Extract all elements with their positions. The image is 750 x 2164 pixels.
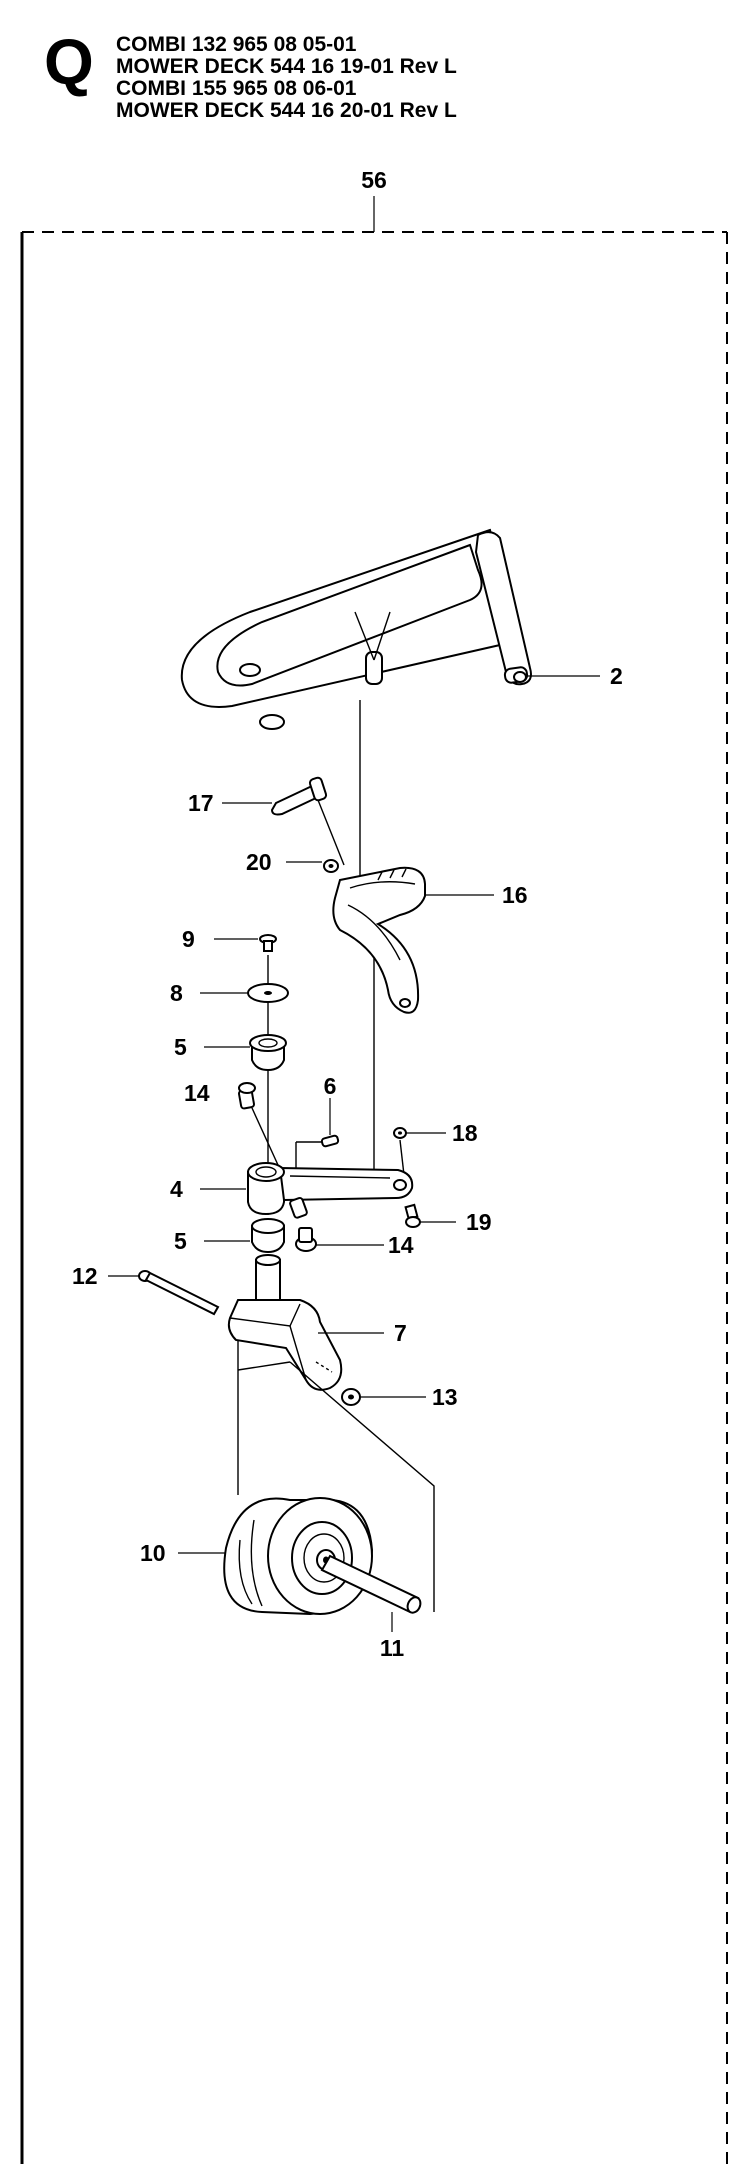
callout-18: 18 <box>452 1120 478 1146</box>
part-bolt-14-lower <box>289 1196 317 1252</box>
guide-line-right <box>289 1361 435 1612</box>
callout-14a: 14 <box>184 1080 210 1106</box>
guide-line-upper <box>237 1361 291 1371</box>
axis-line-lever <box>317 799 345 866</box>
callout-8: 8 <box>170 980 183 1006</box>
callout-2: 2 <box>610 663 623 689</box>
part-nut-13 <box>341 1388 361 1406</box>
callout-4: 4 <box>170 1176 183 1202</box>
callout-5a: 5 <box>174 1034 187 1060</box>
part-axle <box>320 1554 422 1614</box>
part-washer <box>247 983 289 1003</box>
header-lines: COMBI 132 965 08 05-01 MOWER DECK 544 16… <box>116 34 457 122</box>
callout-19: 19 <box>466 1209 492 1235</box>
callout-12: 12 <box>72 1263 98 1289</box>
header-line-model-2: COMBI 155 965 08 06-01 <box>116 77 357 100</box>
callout-11: 11 <box>380 1635 405 1661</box>
header: Q COMBI 132 965 08 05-01 MOWER DECK 544 … <box>0 0 750 150</box>
callout-9: 9 <box>182 926 195 952</box>
reference-number: 56 <box>361 167 387 193</box>
callout-5b: 5 <box>174 1228 187 1254</box>
part-bolt-9 <box>259 934 277 952</box>
part-small-nut <box>323 859 339 873</box>
header-line-deck-2: MOWER DECK 544 16 20-01 Rev L <box>116 99 457 122</box>
callout-7: 7 <box>394 1320 407 1346</box>
callout-10: 10 <box>140 1540 166 1566</box>
part-long-bolt <box>138 1270 220 1316</box>
callout-17: 17 <box>188 790 214 816</box>
part-adjustment-plate <box>332 866 426 1014</box>
callout-20: 20 <box>246 849 272 875</box>
part-bolt-14-upper <box>238 1082 256 1110</box>
part-wheel-fork <box>227 1254 343 1391</box>
callout-6: 6 <box>324 1073 337 1099</box>
axis-line-nut-18 <box>399 1139 405 1176</box>
part-bushing-upper <box>249 1034 287 1072</box>
axis-line-bolt-14 <box>251 1107 279 1166</box>
part-wheel <box>223 1497 374 1616</box>
part-bushing-lower <box>251 1218 285 1254</box>
part-lever-handle <box>270 776 328 816</box>
part-pin <box>320 1134 340 1148</box>
callout-14b: 14 <box>388 1232 414 1258</box>
part-screw-19 <box>404 1203 421 1228</box>
part-nut-18 <box>393 1127 407 1139</box>
callout-13: 13 <box>432 1384 458 1410</box>
header-line-model-1: COMBI 132 965 08 05-01 <box>116 33 357 56</box>
header-line-deck-1: MOWER DECK 544 16 19-01 Rev L <box>116 55 457 78</box>
callout-16: 16 <box>502 882 528 908</box>
part-handle-frame <box>180 528 532 730</box>
section-letter: Q <box>44 26 94 98</box>
part-pivot-arm <box>247 1162 414 1216</box>
